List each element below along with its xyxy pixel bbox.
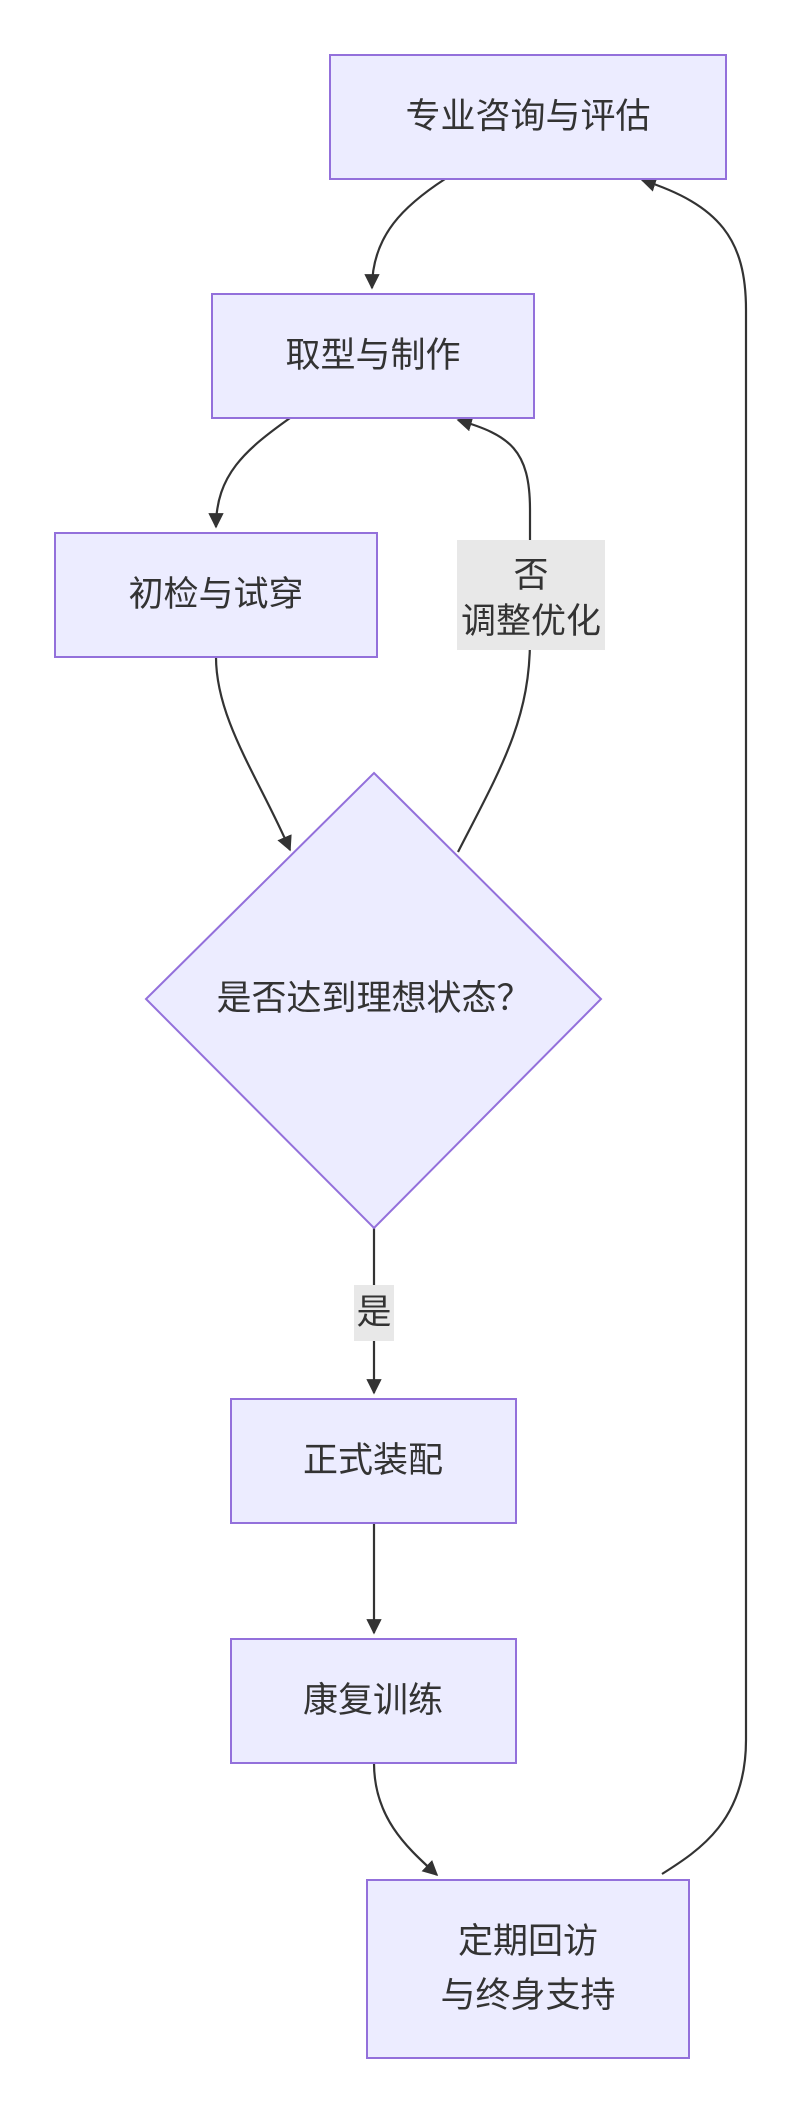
edge-label-yes-bg — [354, 1285, 394, 1341]
edge-label-no-bg — [457, 540, 605, 650]
node-trial: 初检与试穿 — [54, 532, 378, 658]
edge-consult-to-make — [364, 178, 446, 290]
node-make-box — [211, 293, 535, 419]
node-decision-diamond — [144, 771, 603, 1230]
node-rehab-box — [230, 1638, 517, 1764]
edge-trial-to-decision — [214, 656, 292, 852]
edge-label-no: 否 调整优化 — [457, 540, 605, 650]
edge-label-no-line1: 否 — [513, 556, 548, 596]
node-decision: 是否达到理想状态？ — [144, 771, 603, 1230]
edge-rehab-to-follow — [372, 1762, 439, 1877]
node-consult-label: 专业咨询与评估 — [405, 97, 650, 137]
node-decision-label: 是否达到理想状态？ — [216, 979, 531, 1019]
edge-follow-to-consult — [640, 176, 748, 1875]
node-consult: 专业咨询与评估 — [329, 54, 727, 180]
node-trial-box — [54, 532, 378, 658]
node-make-label: 取型与制作 — [285, 336, 460, 376]
node-rehab: 康复训练 — [230, 1638, 517, 1764]
edge-make-to-trial — [208, 417, 291, 529]
edge-label-yes-text: 是 — [356, 1293, 391, 1333]
node-install: 正式装配 — [230, 1398, 517, 1524]
node-follow-box — [366, 1879, 690, 2059]
node-install-box — [230, 1398, 517, 1524]
edge-label-yes: 是 — [354, 1285, 394, 1341]
node-follow: 定期回访 与终身支持 — [366, 1879, 690, 2059]
node-rehab-label: 康复训练 — [303, 1681, 443, 1721]
node-make: 取型与制作 — [211, 293, 535, 419]
node-follow-label-line2: 与终身支持 — [440, 1976, 615, 2016]
node-trial-label: 初检与试穿 — [128, 575, 303, 615]
node-consult-box — [329, 54, 727, 180]
edge-label-no-line2: 调整优化 — [461, 602, 601, 642]
node-install-label: 正式装配 — [303, 1441, 443, 1481]
node-follow-label-line1: 定期回访 — [458, 1922, 598, 1962]
